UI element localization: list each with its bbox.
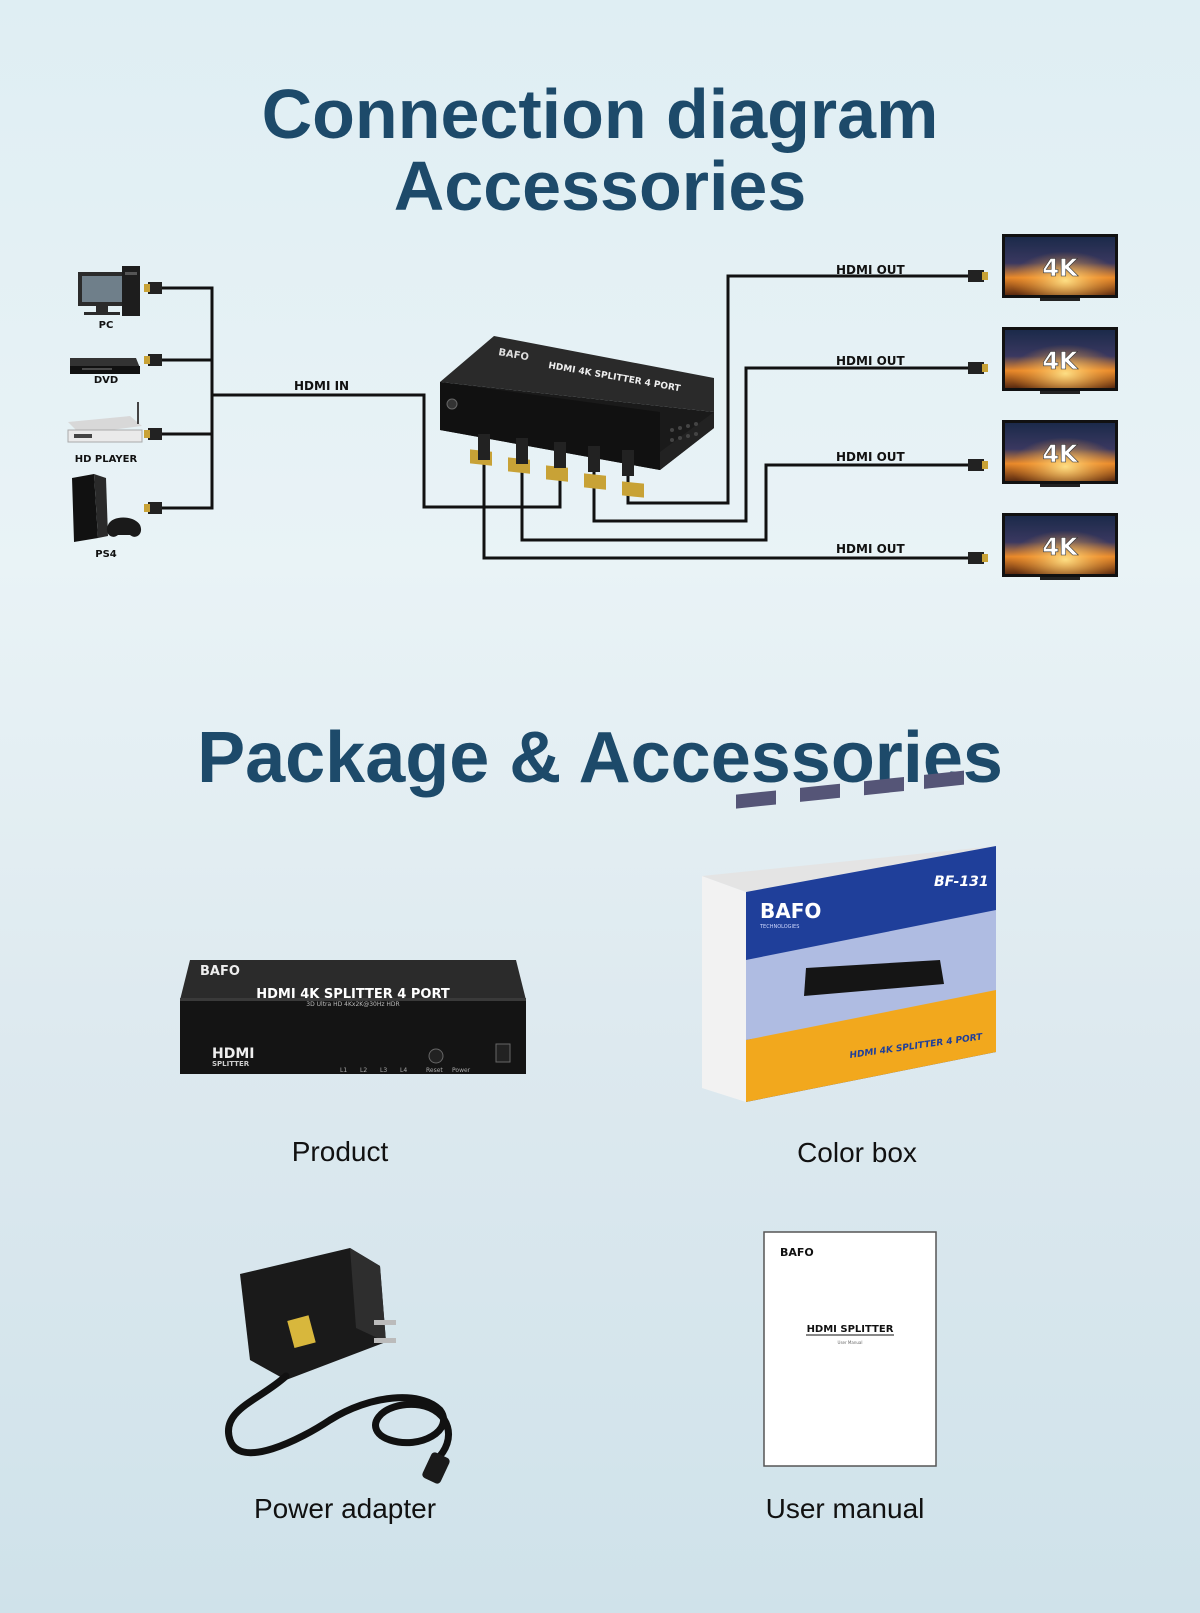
source-label-hd-player: HD PLAYER: [74, 454, 138, 465]
source-label-ps4: PS4: [95, 549, 117, 560]
user-manual-image: BAFO HDMI SPLITTER User Manual: [763, 1231, 937, 1467]
dvd-icon: [70, 358, 140, 374]
color-box-brand: BAFO: [760, 899, 821, 923]
color-box-brand-sub: TECHNOLOGIES: [759, 924, 799, 930]
source-label-dvd: DVD: [93, 375, 119, 386]
reset-label: Reset: [426, 1067, 443, 1074]
splitter-top-brand: BAFO: [497, 347, 529, 363]
manual-brand: BAFO: [780, 1246, 814, 1259]
hdmi-out-label: HDMI OUT: [836, 354, 906, 368]
tv-badge: 4K: [1042, 440, 1079, 468]
source-plugs: [144, 282, 162, 514]
hdmi-out-label: HDMI OUT: [836, 450, 906, 464]
led-label-2: L2: [360, 1067, 367, 1074]
product-image: BAFO HDMI 4K SPLITTER 4 PORT 3D Ultra HD…: [180, 960, 526, 1074]
product-name: HDMI 4K SPLITTER 4 PORT: [256, 987, 450, 1002]
product-badge: HDMI: [212, 1046, 254, 1062]
output-plugs: [968, 270, 988, 564]
hd-player-icon: [67, 402, 143, 443]
product-brand: BAFO: [200, 964, 240, 979]
tv-display-4: 4K: [1002, 513, 1118, 580]
source-label-pc: PC: [98, 320, 114, 331]
connection-diagram-title: Connection diagram: [261, 75, 939, 153]
hdmi-out-label: HDMI OUT: [836, 263, 906, 277]
tv-badge: 4K: [1042, 254, 1079, 282]
manual-subtitle: User Manual: [838, 1340, 863, 1345]
ps4-icon: [72, 474, 142, 542]
pc-icon: [78, 266, 140, 316]
caption-product: Product: [291, 1136, 389, 1167]
led-label-1: L1: [340, 1067, 347, 1074]
color-box-tagline: HDMI 4K SPLITTER 4 PORT: [849, 1032, 984, 1061]
caption-color-box: Color box: [797, 1137, 917, 1168]
connection-diagram: BAFO HDMI 4K SPLITTER 4 PORT 4K 4K 4K: [67, 234, 1118, 580]
hdmi-in-label: HDMI IN: [294, 379, 349, 393]
product-subtitle: 3D Ultra HD 4Kx2K@30Hz HDR: [306, 1001, 399, 1008]
led-label-3: L3: [380, 1067, 387, 1074]
source-cables: [158, 286, 562, 510]
tv-display-2: 4K: [1002, 327, 1118, 394]
tv-display-1: 4K: [1002, 234, 1118, 301]
product-badge-sub: SPLITTER: [212, 1060, 250, 1068]
package-accessories-title: Package & Accessories: [197, 718, 1003, 798]
caption-power-adapter: Power adapter: [253, 1493, 437, 1524]
manual-title: HDMI SPLITTER: [807, 1324, 894, 1335]
splitter-device: BAFO HDMI 4K SPLITTER 4 PORT: [440, 336, 714, 498]
caption-user-manual: User manual: [765, 1493, 925, 1524]
color-box-model: BF-131: [934, 874, 989, 890]
splitter-plugs: [478, 434, 634, 476]
tv-display-3: 4K: [1002, 420, 1118, 487]
tv-badge: 4K: [1042, 347, 1079, 375]
color-box-image: BAFO TECHNOLOGIES BF-131 HDMI 4K SPLITTE…: [702, 770, 996, 1102]
power-label: Power: [452, 1067, 471, 1074]
hdmi-out-label: HDMI OUT: [836, 542, 906, 556]
accessories-title: Accessories: [393, 147, 807, 225]
led-label-4: L4: [400, 1067, 407, 1074]
tv-badge: 4K: [1042, 533, 1079, 561]
power-adapter-image: [224, 1248, 452, 1484]
